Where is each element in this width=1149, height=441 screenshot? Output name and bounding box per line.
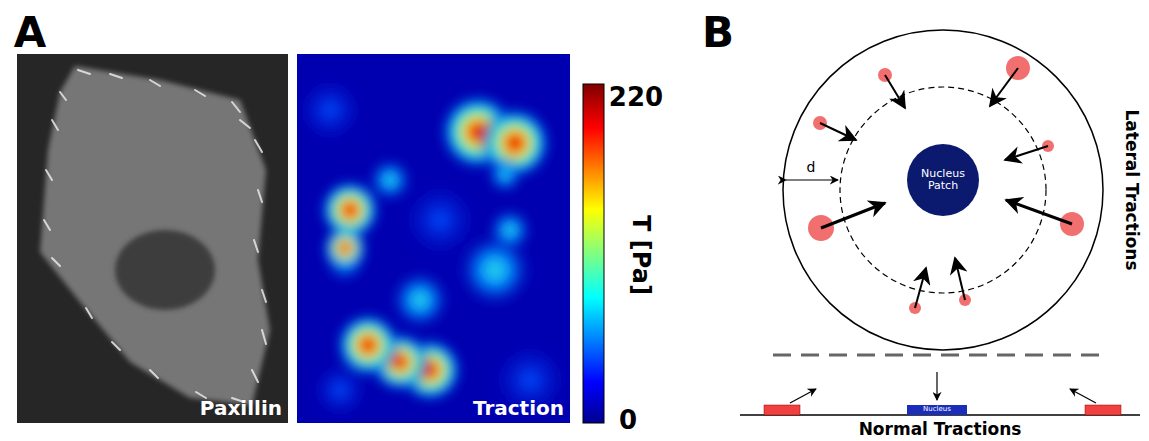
inner-boundary xyxy=(840,87,1046,293)
panel-letter: A xyxy=(14,12,47,54)
node-text: Paxillin xyxy=(200,397,288,423)
traction-arrows xyxy=(820,68,1072,308)
cell-outline xyxy=(783,30,1103,350)
separator xyxy=(773,354,1100,357)
distance-arrow xyxy=(786,179,838,180)
traction-heatmap xyxy=(297,54,570,423)
nucleus-box: Nucleus xyxy=(907,405,967,415)
paxillin-image xyxy=(17,54,288,423)
panel-letter: B xyxy=(702,12,734,54)
adhesion-patch xyxy=(1085,405,1121,415)
nucleus-patch: Nucleus Patch xyxy=(907,144,979,216)
dimension-label: d xyxy=(807,160,816,174)
normal-arrows xyxy=(790,372,1096,403)
colorbar-min: 0 xyxy=(619,407,637,433)
bottom-title: Normal Tractions xyxy=(859,421,1022,438)
side-title: Lateral Tractions xyxy=(1123,109,1140,270)
node-text: Nucleus xyxy=(923,406,951,414)
colorbar xyxy=(583,84,604,423)
image-panel: Traction xyxy=(297,54,570,423)
colorbar-title: T [Pa] xyxy=(629,215,653,295)
node-text: Nucleus Patch xyxy=(915,168,971,192)
adhesion-patch xyxy=(764,405,800,415)
adhesion-dots xyxy=(808,56,1084,314)
colorbar-max: 220 xyxy=(609,84,663,110)
node-text: Traction xyxy=(473,397,570,423)
image-panel: Paxillin xyxy=(17,54,288,423)
